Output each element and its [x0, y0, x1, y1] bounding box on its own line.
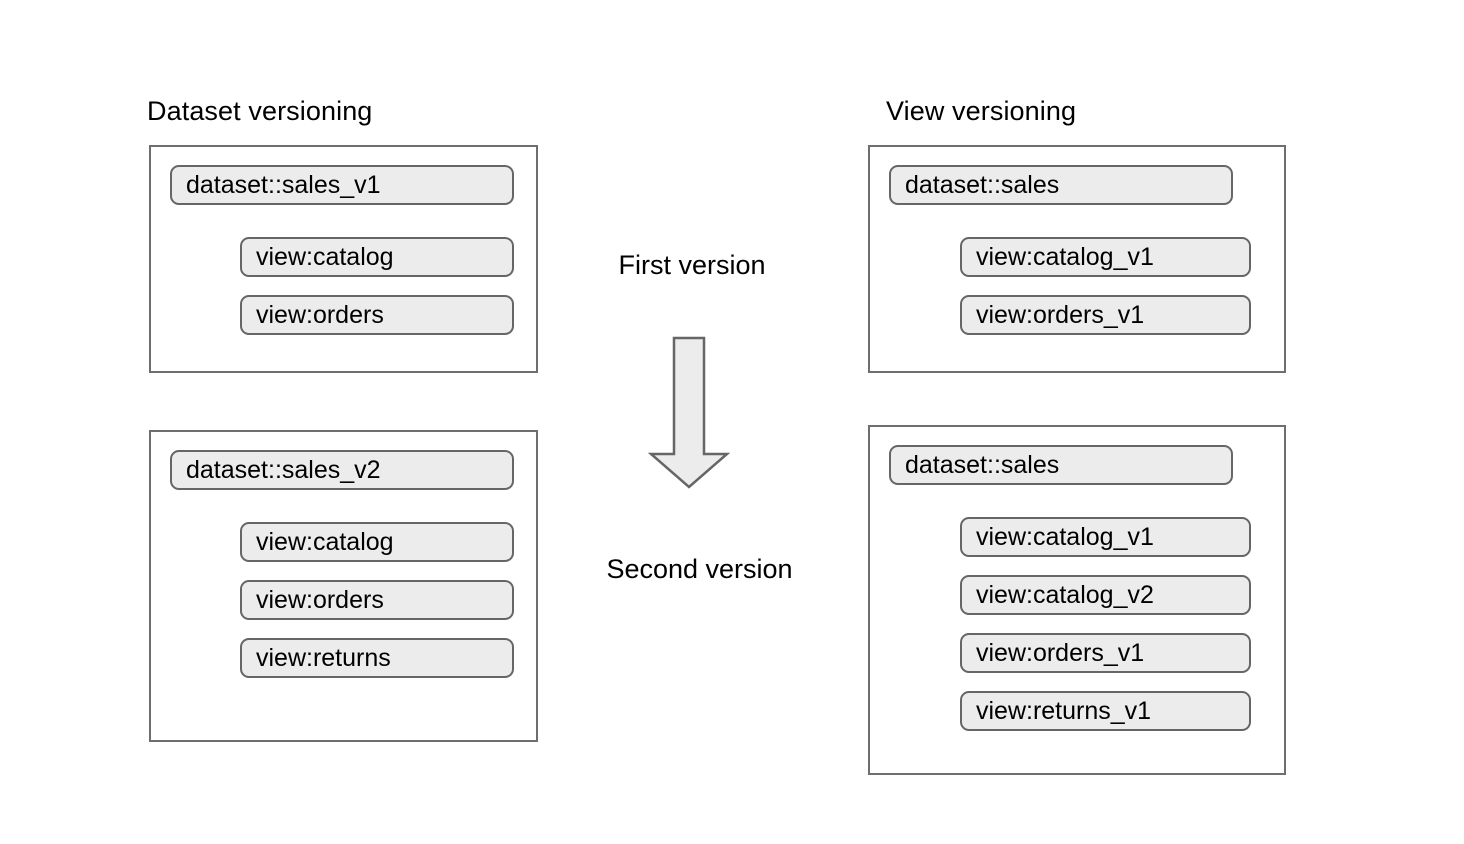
view-pill[interactable]: view:orders: [240, 580, 514, 620]
group-box-dataset-versioning-second: dataset::sales_v2 view:catalog view:orde…: [149, 430, 538, 742]
view-pill[interactable]: view:orders_v1: [960, 295, 1251, 335]
view-pill[interactable]: view:catalog_v1: [960, 237, 1251, 277]
view-pill[interactable]: view:catalog_v1: [960, 517, 1251, 557]
view-pill[interactable]: view:catalog: [240, 237, 514, 277]
group-box-view-versioning-first: dataset::sales view:catalog_v1 view:orde…: [868, 145, 1286, 373]
dataset-pill[interactable]: dataset::sales_v1: [170, 165, 514, 205]
dataset-pill[interactable]: dataset::sales: [889, 165, 1233, 205]
view-pill[interactable]: view:orders_v1: [960, 633, 1251, 673]
column-title-view-versioning: View versioning: [886, 96, 1077, 126]
view-pill[interactable]: view:orders: [240, 295, 514, 335]
column-title-dataset-versioning: Dataset versioning: [147, 96, 373, 126]
dataset-pill[interactable]: dataset::sales_v2: [170, 450, 514, 490]
dataset-pill[interactable]: dataset::sales: [889, 445, 1233, 485]
center-label-second-version: Second version: [606, 554, 793, 584]
view-pill[interactable]: view:catalog_v2: [960, 575, 1251, 615]
group-box-dataset-versioning-first: dataset::sales_v1 view:catalog view:orde…: [149, 145, 538, 373]
view-pill[interactable]: view:returns: [240, 638, 514, 678]
center-label-first-version: First version: [618, 250, 766, 280]
group-box-view-versioning-second: dataset::sales view:catalog_v1 view:cata…: [868, 425, 1286, 775]
down-arrow-icon: [648, 336, 730, 490]
view-pill[interactable]: view:catalog: [240, 522, 514, 562]
view-pill[interactable]: view:returns_v1: [960, 691, 1251, 731]
